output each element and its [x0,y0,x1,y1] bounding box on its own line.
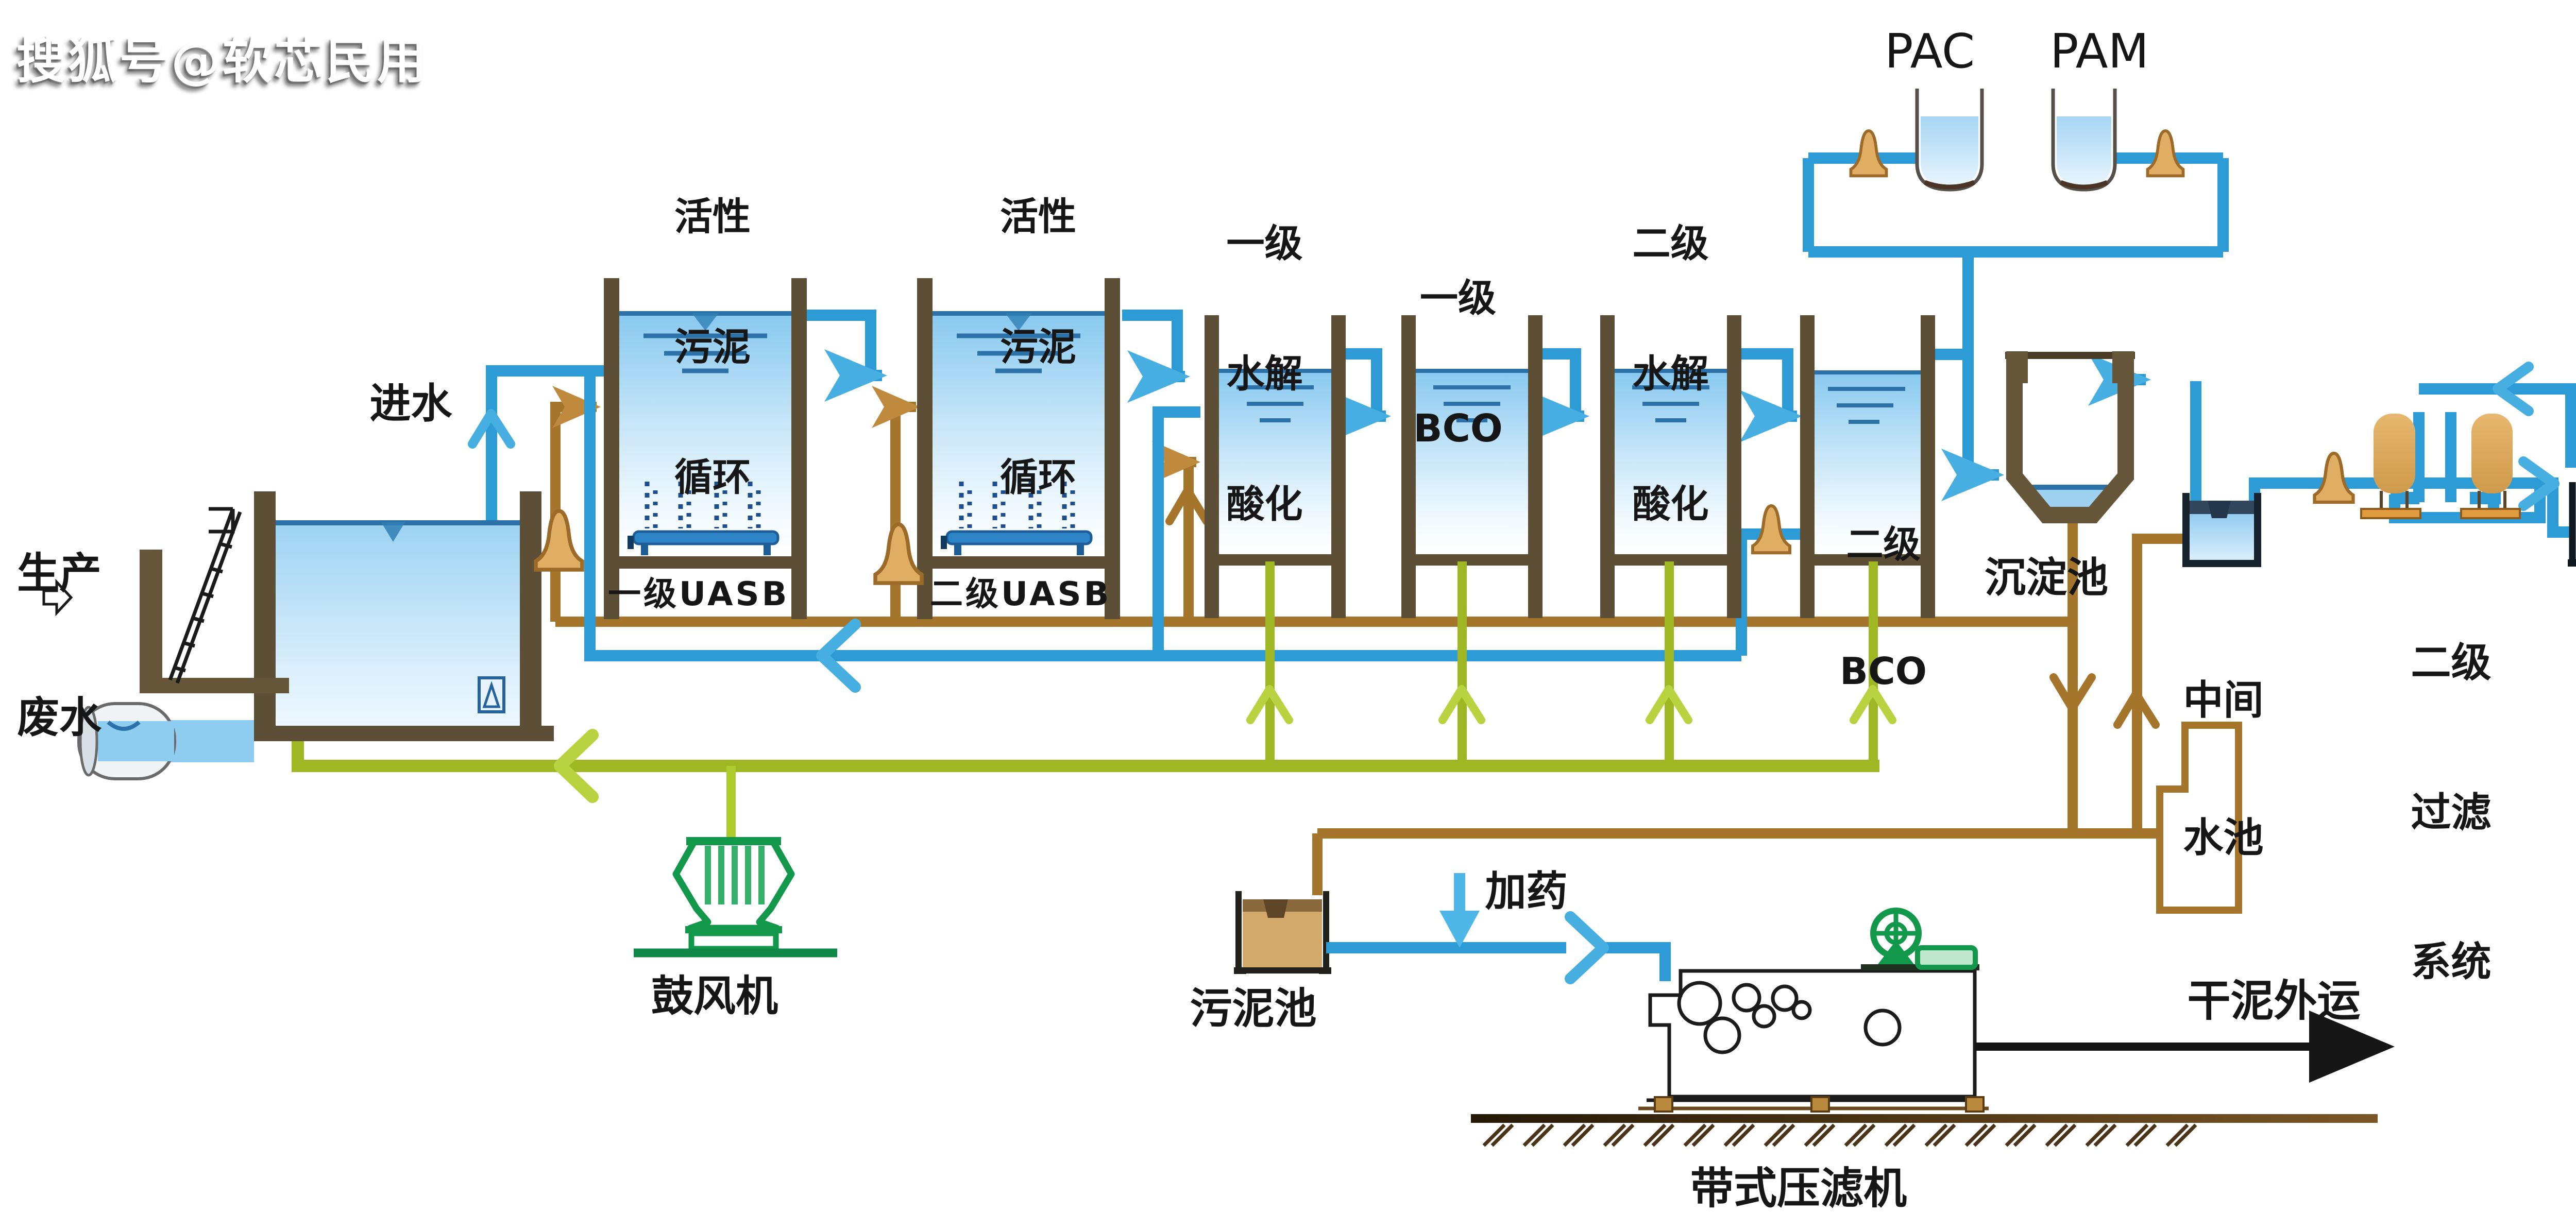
motor-icon [1861,908,1979,970]
bco1-to-hydrolysis2 [1527,348,1589,442]
belt-press [1638,908,1989,1113]
sump-lift-line [2132,534,2182,833]
inlet-pipe-icon [77,702,176,780]
label-blower: 鼓风机 [651,972,778,1021]
air-risers [1246,561,1896,766]
settling-tank [2005,351,2135,523]
submersible-pump-icon [478,676,505,713]
uasb2-recycle-pump-icon [875,524,922,583]
bubble-columns [645,482,761,528]
cleanwater-tank [2568,482,2576,567]
press-rollers [1677,981,1902,1054]
down-chevron [2049,673,2096,716]
uasb1-to-uasb2 [804,310,887,402]
label-bco1: 一级 BCO [1413,276,1503,451]
label-pam: PAM [2050,24,2149,79]
equalization-tank [140,491,554,762]
air-header [292,729,1879,803]
label-uasb2: 二级UASB [930,575,1112,613]
uasb1-recycle-pump-icon [536,511,582,570]
dosing-arrow [1439,873,1480,948]
sludge-holding-tank [1234,891,1331,974]
backwash-line [2419,383,2576,468]
pam-beaker [2051,89,2117,192]
up-chevron [1165,482,1211,525]
sludge-lines [550,386,2182,895]
hydrolysis2-to-bco2 [1739,348,1802,442]
bar-screen-icon [168,507,242,684]
return-line [584,376,1741,661]
label-activated-sludge-cycle-2: 活性 污泥 循环 [1000,194,1076,500]
label-hydrolysis1: 一级 水解 酸化 [1226,221,1303,526]
bubble-columns [959,482,1075,528]
return-left-chevron [816,619,861,693]
label-inflow: 进水 [369,380,452,428]
label-sludge-tank: 污泥池 [1190,984,1317,1033]
hydrolysis1-tank [1205,315,1346,618]
influent-line [486,365,609,546]
ground-hatching [1482,1123,2197,1147]
feed-right-chevron [2518,456,2560,511]
uasb1-tank [604,278,807,619]
flow-chevrons [468,362,2560,693]
label-uasb1: 一级UASB [608,575,790,613]
sludge-to-hydrolysis1 [1152,441,1200,622]
label-activated-sludge-cycle-1: 活性 污泥 循环 [674,194,751,500]
label-middle-tank: 中间 水池 [2183,677,2264,861]
filter-system [2360,414,2521,519]
hydrolysis2-tank [1600,315,1741,618]
uasb2-tank [917,278,1120,619]
press-inlet-drop [1605,942,1671,981]
ground-line [1471,1114,2378,1123]
bco2-tank [1800,315,1935,618]
filter-vessel-2 [2471,414,2513,493]
pac-beaker [1915,89,1984,192]
watermark: 搜狐号@软芯民用 [16,32,429,90]
backwash-left-chevron [2493,362,2534,416]
uasb2-to-hydrolysis1 [1122,310,1190,403]
label-dosing: 加药 [1485,867,1568,915]
label-bco2: 二级 BCO [1840,523,1927,693]
bco1-tank [1401,315,1543,618]
up-chevron [2113,686,2160,729]
middle-water-tank [2182,493,2261,567]
label-hydrolysis2: 二级 水解 酸化 [1632,221,1709,526]
dry-sludge-arrow [1975,1011,2395,1083]
label-filter-system: 二级 过滤 系统 [2411,640,2492,985]
influent-up-chevron [468,409,515,449]
influent-hollow-arrow [42,578,73,617]
press-feed-chevron [1565,911,1609,984]
label-settling-tank: 沉淀池 [1985,554,2108,602]
label-pac: PAC [1885,24,1975,79]
label-production-wastewater: 生产 废水 [16,549,101,743]
return-into-hydrolysis1 [1153,406,1200,656]
blower-icon [634,766,837,958]
sludge-to-uasb2 [872,386,920,537]
sludge-to-uasb1 [550,386,601,515]
label-belt-press: 带式压滤机 [1690,1163,1907,1214]
air-flow-left-arrow [554,729,599,803]
settler-inlet [1941,449,2004,501]
hydrolysis1-to-bco1 [1328,348,1391,442]
sludge-sump-outline [2156,722,2242,914]
filter-vessel-1 [2374,414,2415,493]
water-lines [486,152,2576,661]
label-dry-sludge-out: 干泥外运 [2187,976,2361,1026]
